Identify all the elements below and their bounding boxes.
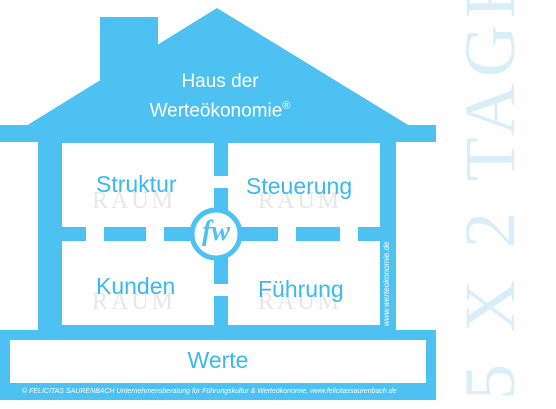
door-right-1 <box>278 227 296 241</box>
roof-title-word: Werteökonomie <box>149 100 283 122</box>
room-fuehrung-label: Führung <box>258 276 344 302</box>
foundation-label: Werte <box>187 347 249 373</box>
room-fuehrung-box <box>228 241 380 325</box>
room-fuehrung-ghost: RAUM <box>258 289 343 315</box>
room-struktur-box <box>62 143 214 227</box>
door-right-2 <box>340 227 358 241</box>
roof-title: Haus der Werteökonomie® <box>130 70 310 123</box>
eave-right <box>376 125 436 142</box>
room-steuerung-label: Steuerung <box>246 173 353 199</box>
vertical-title: 5 X 2 TAGE <box>450 0 530 400</box>
door-left-2 <box>146 227 164 241</box>
chimney <box>100 17 158 99</box>
room-steuerung-box <box>228 143 380 227</box>
copyright: © FELICITAS SAURENBACH Unternehmensberat… <box>22 388 397 395</box>
eave-left <box>0 125 60 142</box>
side-url: www.werteokonomie.de <box>382 241 391 326</box>
door-top <box>214 176 228 188</box>
door-bottom <box>214 284 228 296</box>
roof-title-line1: Haus der <box>181 71 259 92</box>
fw-logo: fw <box>202 216 230 247</box>
door-left-1 <box>86 227 104 241</box>
logo-ring <box>189 207 243 261</box>
room-steuerung-ghost: RAUM <box>258 188 343 214</box>
room-struktur-ghost: RAUM <box>92 188 177 214</box>
foundation-inner <box>10 340 426 383</box>
room-kunden-ghost: RAUM <box>92 289 177 315</box>
room-kunden-label: Kunden <box>96 273 176 299</box>
roof-title-line2: Werteökonomie® <box>130 94 310 123</box>
roof <box>0 8 436 142</box>
room-struktur-label: Struktur <box>96 171 177 197</box>
room-kunden-box <box>62 241 214 325</box>
registered-mark: ® <box>282 100 291 112</box>
